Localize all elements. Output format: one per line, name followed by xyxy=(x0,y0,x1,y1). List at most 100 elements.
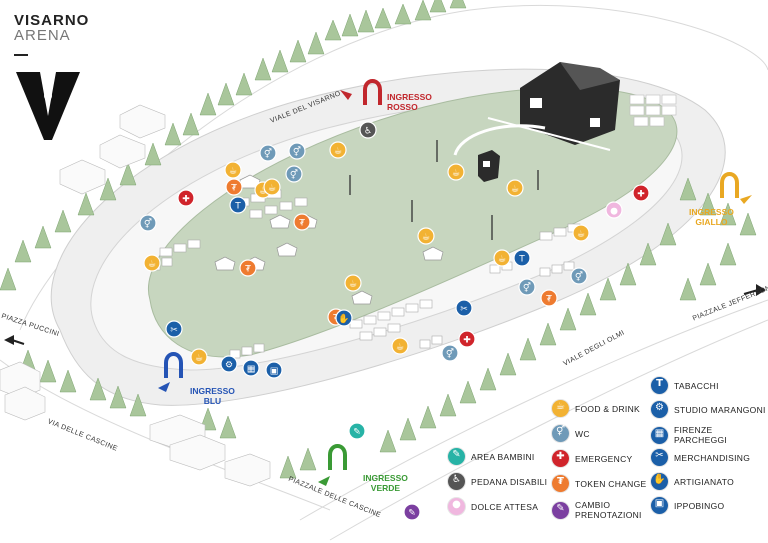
wc-marker: ⚥ xyxy=(259,144,277,162)
legend-label: WC xyxy=(575,428,590,439)
svg-text:✎: ✎ xyxy=(353,428,361,438)
wc-marker: ⚥ xyxy=(570,267,588,285)
svg-text:●: ● xyxy=(610,207,618,217)
legend-label: Artigianato xyxy=(674,476,734,487)
svg-text:☕: ☕ xyxy=(577,230,585,240)
legend-item-tabacchi: TTabacchi xyxy=(651,377,719,394)
emergency-marker: ✚ xyxy=(177,189,195,207)
legend-item-studio-marangoni: ⚙Studio Marangoni xyxy=(651,401,766,418)
tabacchi-marker: T xyxy=(229,196,247,214)
entrance-verde-arch xyxy=(328,444,347,470)
wc-marker: ⚥ xyxy=(441,344,459,362)
legend-item-wc: ⚥WC xyxy=(552,425,590,442)
brand-divider xyxy=(14,54,28,56)
svg-text:☕: ☕ xyxy=(195,354,203,364)
svg-text:✂: ✂ xyxy=(170,326,178,336)
svg-text:▦: ▦ xyxy=(247,365,256,375)
piazza-puccini-arrow xyxy=(4,335,14,345)
svg-text:☕: ☕ xyxy=(511,185,519,195)
svg-text:✚: ✚ xyxy=(463,336,471,346)
legend-label: Token Change xyxy=(575,478,647,489)
svg-text:⚥: ⚥ xyxy=(264,148,272,160)
entrance-rosso-line2: ROSSO xyxy=(387,102,418,112)
wc-marker: ⚥ xyxy=(285,165,303,183)
legend-label: Emergency xyxy=(575,453,633,464)
light-towers xyxy=(349,140,539,240)
legend-item-merchandising: ✂Merchandising xyxy=(651,449,750,466)
trees-north xyxy=(14,0,432,263)
cambio-prenotazioni-icon: ✎ xyxy=(552,501,569,519)
legend-item-pedana-disabili: ♿Pedana Disabili xyxy=(448,473,547,490)
token-change-marker: ₮ xyxy=(225,178,243,196)
legend-item-artigianato: ✋ Artigianato xyxy=(651,473,734,490)
food-drink-marker: ☕ xyxy=(329,141,347,159)
merchandising-marker: ✂ xyxy=(165,320,183,338)
svg-text:₮: ₮ xyxy=(546,295,552,305)
entrance-blu-label: INGRESSO BLU xyxy=(190,386,235,406)
emergency-icon: ✚ xyxy=(552,450,569,467)
entrance-verde-arrow xyxy=(318,476,330,486)
merchandising-marker: ✂ xyxy=(455,299,473,317)
svg-text:⚥: ⚥ xyxy=(293,146,301,158)
firenze-parcheggi-marker: ▦ xyxy=(242,359,260,377)
entrance-blu-line2: BLU xyxy=(203,396,222,406)
svg-text:⚥: ⚥ xyxy=(575,271,583,283)
piazza-puccini-arrow-line xyxy=(11,339,25,345)
tabacchi-marker: T xyxy=(513,249,531,267)
studio-marangoni-icon: ⚙ xyxy=(651,401,668,418)
piazzale-jefferson-arrow xyxy=(756,284,766,296)
food-drink-marker: ☕ xyxy=(572,224,590,242)
emergency-marker: ✚ xyxy=(632,184,650,202)
svg-text:☕: ☕ xyxy=(334,147,342,157)
food-drink-marker: ☕ xyxy=(506,179,524,197)
map-markers: ☕⚥⚥☕☕₮☕✚T⚥☕₮₮☕☕☕☕⚥T₮⚥☕●✚♿⚥☕₮✋✂✚☕⚥⚙▦▣☕✂✎✎ xyxy=(139,121,650,521)
entrance-rosso-arch xyxy=(363,79,382,105)
svg-text:✂: ✂ xyxy=(460,305,468,315)
svg-text:✎: ✎ xyxy=(408,509,416,519)
emergency-marker: ✚ xyxy=(458,330,476,348)
svg-text:▣: ▣ xyxy=(270,367,279,377)
field xyxy=(148,87,678,358)
legend-label: Pedana Disabili xyxy=(471,476,548,487)
artigianato-marker: ✋ xyxy=(335,309,353,327)
svg-text:⚥: ⚥ xyxy=(144,218,152,230)
legend-item-food-drink: ☕Food & Drink xyxy=(552,400,640,417)
entrance-blu-arch xyxy=(164,352,183,378)
food-drink-marker: ☕ xyxy=(224,161,242,179)
legend-label: Area Bambini xyxy=(471,451,535,462)
svg-text:☕: ☕ xyxy=(349,280,357,290)
food-drink-marker: ☕ xyxy=(263,178,281,196)
legend-item-ippobingo: ▣IppoBingo xyxy=(651,497,724,514)
food-drink-marker: ☕ xyxy=(344,274,362,292)
legend-label: IppoBingo xyxy=(674,500,725,511)
svg-text:⚥: ⚥ xyxy=(446,348,454,360)
brand-subtitle: ARENA xyxy=(14,27,71,44)
entrance-giallo-line2: GIALLO xyxy=(695,217,728,227)
legend-item-cambio-prenotazioni: ✎ Cambio Prenotazioni xyxy=(552,500,642,520)
entrance-blu-line1: INGRESSO xyxy=(190,386,235,396)
entrance-verde-line1: INGRESSO xyxy=(363,473,408,483)
brand-name: VISARNO xyxy=(14,12,90,29)
svg-text:♿: ♿ xyxy=(364,127,372,137)
artigianato-icon: ✋ xyxy=(651,473,668,490)
legend-item-emergency: ✚ Emergency xyxy=(552,450,633,467)
svg-text:☕: ☕ xyxy=(422,233,430,243)
legend-label: Cambio Prenotazioni xyxy=(575,500,642,520)
road-olmi xyxy=(299,299,768,521)
entrance-giallo-arch xyxy=(720,172,739,198)
entrance-blu-arrow xyxy=(158,382,170,392)
svg-text:⚥: ⚥ xyxy=(523,282,531,294)
food-drink-marker: ☕ xyxy=(493,249,511,267)
svg-text:✋: ✋ xyxy=(338,313,349,325)
legend-label: Dolce Attesa xyxy=(471,501,539,512)
trees-south xyxy=(0,0,467,439)
food-drink-marker: ☕ xyxy=(143,254,161,272)
svg-text:T: T xyxy=(234,202,241,212)
main-stage xyxy=(520,62,620,145)
token-change-marker: ₮ xyxy=(540,289,558,307)
entrance-verde-line2: VERDE xyxy=(370,483,401,493)
brand: VISARNO ARENA xyxy=(14,12,89,56)
legend-label: Tabacchi xyxy=(674,380,719,391)
entrance-rosso-arrow xyxy=(340,90,352,100)
svg-text:☕: ☕ xyxy=(148,260,156,270)
